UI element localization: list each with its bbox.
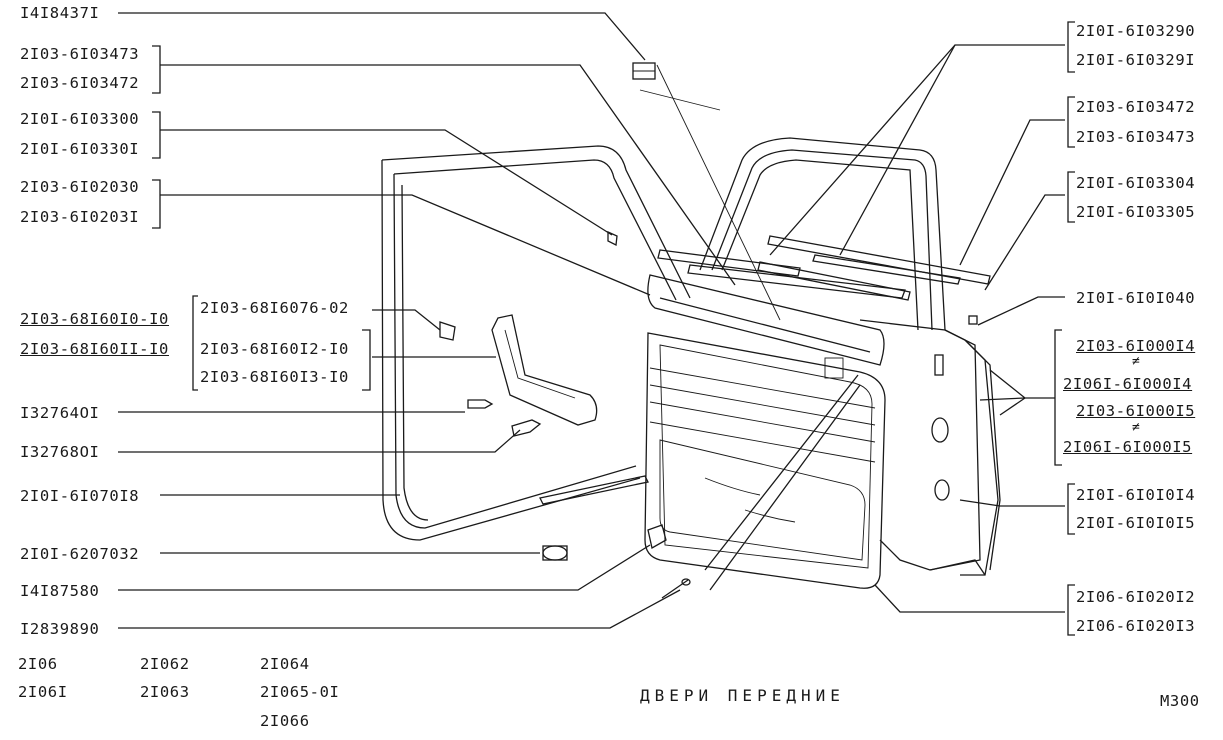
not-equal-sign: ≠	[1132, 420, 1140, 435]
part-number-label: 2I03-6I000I5	[1076, 402, 1196, 420]
part-number-label: 2I0I-6I03300	[20, 110, 140, 128]
label-brackets	[152, 21, 1075, 636]
model-code: 2I063	[140, 683, 190, 701]
window-seal-strips	[639, 64, 991, 321]
part-number-label: 2I0I-6I03304	[1076, 174, 1196, 192]
part-number-label: 2I03-6I02030	[20, 178, 140, 196]
part-number-label: 2I03-6I0203I	[20, 208, 140, 226]
part-number-label: 2I0I-6I070I8	[20, 487, 140, 505]
part-number-label: 2I03-68I60I3-I0	[200, 368, 349, 386]
part-number-label: 2I03-68I6076-02	[200, 299, 349, 317]
door-trim-panel	[644, 332, 886, 589]
model-code: 2I06I	[18, 683, 68, 701]
part-number-label: 2I0I-6I0I040	[1076, 289, 1196, 307]
part-number-label: 2I06I-6I000I4	[1063, 375, 1193, 393]
part-number-label: 2I03-6I03473	[20, 45, 140, 63]
part-number-label: I32764OI	[20, 404, 100, 422]
part-number-label: 2I0I-6I03290	[1076, 22, 1196, 40]
model-code: 2I065-0I	[260, 683, 340, 701]
part-number-label: I4I87580	[20, 582, 100, 600]
part-number-label: 2I0I-6I0I0I5	[1076, 514, 1196, 532]
model-code: 2I06	[18, 655, 58, 673]
armrest	[491, 314, 598, 426]
part-number-label: 2I03-6I03473	[1076, 128, 1196, 146]
small-parts	[439, 62, 978, 599]
part-number-label: 2I03-6I03472	[1076, 98, 1196, 116]
part-number-label: 2I03-6I000I4	[1076, 337, 1196, 355]
part-number-label: 2I0I-6I0329I	[1076, 51, 1196, 69]
part-number-label: I2839890	[20, 620, 100, 638]
page-code: M300	[1160, 692, 1200, 710]
part-number-label: 2I06I-6I000I5	[1063, 438, 1193, 456]
not-equal-sign: ≠	[1132, 354, 1140, 369]
part-number-label: 2I06-6I020I3	[1076, 617, 1196, 635]
part-number-label: 2I06-6I020I2	[1076, 588, 1196, 606]
part-number-label: 2I03-68I60I2-I0	[200, 340, 349, 358]
part-number-label: 2I0I-6I0I0I4	[1076, 486, 1196, 504]
page-title: ДВЕРИ ПЕРЕДНИЕ	[640, 686, 845, 705]
leader-lines	[118, 12, 1065, 629]
part-number-label: I4I8437I	[20, 4, 100, 22]
door-seal	[381, 145, 691, 541]
part-number-label: 2I03-6I03472	[20, 74, 140, 92]
part-number-label: 2I0I-6I0330I	[20, 140, 140, 158]
door-frame	[699, 137, 1001, 576]
model-code: 2I062	[140, 655, 190, 673]
part-number-label: 2I0I-6207032	[20, 545, 140, 563]
inner-trim-strip	[647, 274, 885, 366]
model-code: 2I066	[260, 712, 310, 730]
part-number-label: I32768OI	[20, 443, 100, 461]
model-code: 2I064	[260, 655, 310, 673]
part-number-label: 2I03-68I60I0-I0	[20, 310, 169, 328]
part-number-label: 2I03-68I60II-I0	[20, 340, 169, 358]
part-number-label: 2I0I-6I03305	[1076, 203, 1196, 221]
